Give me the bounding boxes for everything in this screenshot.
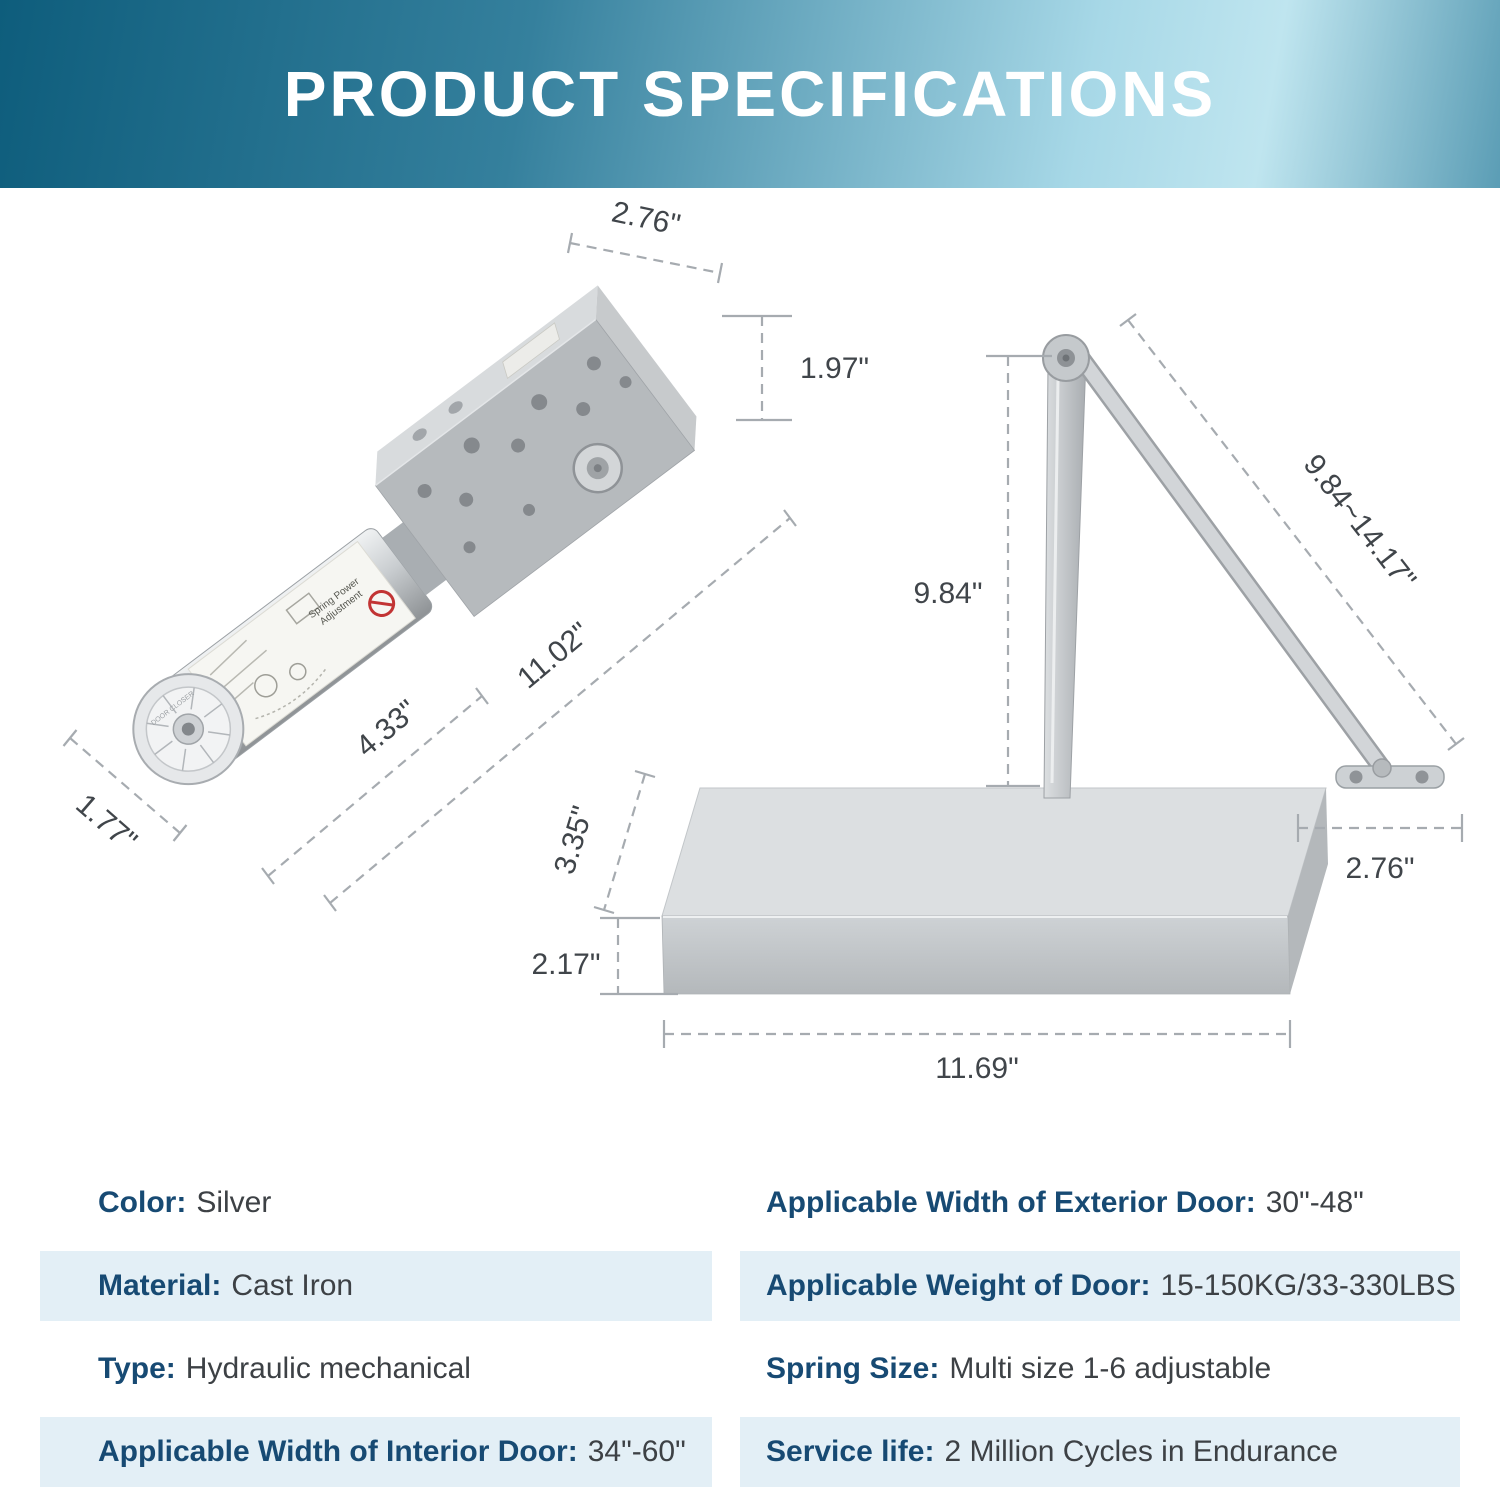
dim-shoe-width: 2.76" <box>1345 852 1414 885</box>
adjustment-dial-face: DOOR CLOSER <box>132 673 245 786</box>
dim-body-depth: 2.76" <box>609 195 683 242</box>
dim-arm-reach: 9.84~14.17" <box>1297 448 1423 596</box>
arm-pivot <box>1042 334 1090 382</box>
spec-value: 30"-48" <box>1265 1186 1364 1219</box>
spec-table: Color: Silver Applicable Width of Exteri… <box>0 1160 1500 1487</box>
spec-value: Hydraulic mechanical <box>185 1352 471 1385</box>
prohibition-icon <box>368 589 396 617</box>
dim-body-diameter: 1.77" <box>69 788 143 858</box>
cover-box <box>661 787 1328 995</box>
main-arm <box>1043 357 1087 799</box>
dim-arm-height: 9.84" <box>913 577 982 610</box>
spec-label: Applicable Width of Exterior Door: <box>766 1186 1256 1219</box>
spec-label: Service life: <box>766 1435 935 1468</box>
spec-label: Color: <box>98 1186 187 1219</box>
spec-row-door-weight: Applicable Weight of Door: 15-150KG/33-3… <box>740 1251 1460 1321</box>
spec-label: Applicable Width of Interior Door: <box>98 1435 578 1468</box>
spec-label: Material: <box>98 1269 222 1302</box>
cylinder-collar <box>382 522 447 596</box>
dim-cover-length: 11.69" <box>935 1052 1019 1085</box>
dim-cover-height: 3.35" <box>548 802 600 878</box>
spec-row-interior-door-width: Applicable Width of Interior Door: 34"-6… <box>40 1417 712 1487</box>
spec-label: Type: <box>98 1352 176 1385</box>
page-title: PRODUCT SPECIFICATIONS <box>283 58 1217 130</box>
door-closer-body-figure: Spring Power Adjustment DOOR CLOSER <box>132 285 697 786</box>
spec-value: 34"-60" <box>587 1435 686 1468</box>
dim-cover-depth: 2.17" <box>531 948 600 981</box>
spec-row-type: Type: Hydraulic mechanical <box>40 1334 712 1404</box>
spec-label: Applicable Weight of Door: <box>766 1269 1151 1302</box>
spec-row-exterior-door-width: Applicable Width of Exterior Door: 30"-4… <box>740 1168 1460 1238</box>
forearm-link <box>1068 344 1392 778</box>
closer-body-block <box>374 285 697 618</box>
spec-value: Multi size 1-6 adjustable <box>949 1352 1272 1385</box>
dim-body-total-length: 11.02" <box>511 616 596 695</box>
arm-shoe <box>1335 758 1445 789</box>
product-figures: Spring Power Adjustment DOOR CLOSER <box>0 188 1500 1155</box>
spec-value: Cast Iron <box>231 1269 354 1302</box>
spec-row-color: Color: Silver <box>40 1168 712 1238</box>
spec-label: Spring Size: <box>766 1352 940 1385</box>
header-banner: PRODUCT SPECIFICATIONS <box>0 0 1500 188</box>
spec-row-material: Material: Cast Iron <box>40 1251 712 1321</box>
spec-value: Silver <box>196 1186 272 1219</box>
spec-row-spring-size: Spring Size: Multi size 1-6 adjustable <box>740 1334 1460 1404</box>
adjustment-spindle <box>572 442 623 494</box>
spec-value: 2 Million Cycles in Endurance <box>944 1435 1338 1468</box>
cylinder-label: Spring Power Adjustment <box>187 540 416 747</box>
door-closer-assembly-figure <box>661 334 1445 995</box>
spec-row-service-life: Service life: 2 Million Cycles in Endura… <box>740 1417 1460 1487</box>
dim-body-height: 1.97" <box>800 352 869 385</box>
spec-value: 15-150KG/33-330LBS <box>1160 1269 1456 1302</box>
